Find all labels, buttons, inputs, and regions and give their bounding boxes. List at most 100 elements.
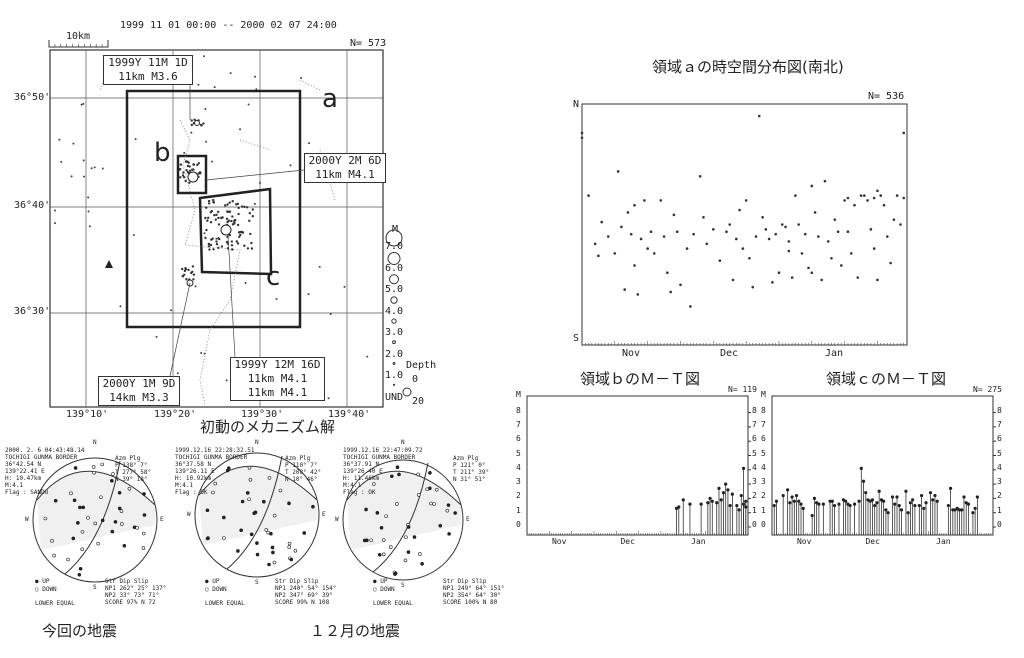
spacetime-point (633, 203, 636, 207)
spacetime-point (876, 189, 879, 193)
legend-up: ● UP (373, 578, 388, 585)
mt-event-head (857, 499, 861, 503)
epicenter-dot (192, 163, 196, 166)
compression-quadrant (199, 466, 317, 545)
y-tick-label-right: 8 (997, 405, 1002, 415)
mt-event-head (801, 506, 805, 511)
spacetime-point (807, 266, 810, 270)
month-tick-label: Nov (796, 537, 812, 546)
epicenter-dot (187, 268, 190, 272)
nodal-plane (346, 470, 462, 506)
mechanism-axis-line: Azm Plg (453, 455, 479, 462)
mt-event-head (830, 499, 834, 503)
mechanism-header-line: 139°22.41 E (5, 468, 45, 475)
y-tick-label-right: 6 (752, 434, 757, 444)
nodal-plane (64, 460, 121, 575)
polarity-down-dot (111, 472, 115, 476)
polarity-up-dot (252, 511, 256, 515)
mt-event-head (735, 503, 739, 508)
epicenter-dot (186, 160, 189, 163)
mt-event-head (962, 495, 966, 499)
polarity-down-dot (272, 513, 277, 518)
polarity-up-dot (420, 561, 424, 566)
epicenter-dot (87, 196, 90, 199)
mechanism-header-line: H: 10.47km (5, 475, 42, 482)
polarity-up-dot (205, 508, 210, 513)
polarity-down-dot (96, 541, 100, 546)
legend-m-title: M (392, 224, 399, 235)
polarity-up-dot (406, 550, 411, 554)
y-tick-label-right: 3 (997, 477, 1002, 487)
polarity-up-dot (205, 536, 210, 541)
epicenter-dot (237, 212, 240, 216)
mt-event-head (893, 502, 897, 506)
mechanism-header-line: TOCHIGI GUNMA BORDER (5, 454, 78, 461)
compass-label: S (93, 584, 97, 591)
polarity-down-dot (403, 558, 408, 563)
mt-event-head (922, 506, 926, 511)
legend-size-circle (392, 383, 396, 386)
mechanism-header-line: TOCHIGI GUNMA BORDER (343, 454, 416, 461)
y-tick-label-left: 8 (761, 405, 766, 415)
epicenter-dot (207, 199, 211, 203)
spacetime-point (600, 220, 603, 224)
polarity-up-dot (412, 535, 417, 539)
mt-event-head (895, 495, 899, 499)
y-tick-label-right: 2 (752, 491, 757, 501)
spacetime-point (639, 237, 643, 241)
spacetime-point (587, 194, 590, 197)
y-tick-label-right: 1 (997, 505, 1002, 515)
spacetime-point (728, 223, 732, 226)
polarity-up-dot (267, 562, 271, 567)
polarity-down-dot (264, 528, 269, 532)
epicenter-dot (300, 77, 303, 80)
polarity-down-dot (66, 557, 70, 562)
epicenter-dot (181, 274, 185, 278)
mt-event-head (928, 491, 933, 495)
epicenter-dot (233, 218, 237, 222)
label-december-quakes: １２月の地震 (310, 622, 401, 640)
epicenter-dot (235, 203, 238, 206)
mt-event-head (781, 493, 785, 498)
map-period: 1999 11 01 00:00 -- 2000 02 07 24:00 (120, 20, 337, 31)
epicenter-dot (155, 335, 158, 338)
polarity-up-dot (447, 532, 451, 536)
epicenter-dot (226, 203, 229, 206)
epicenter-dot (275, 297, 278, 300)
epicenter-dot (119, 305, 122, 308)
epicenter-dot (205, 228, 208, 232)
mt-c-title: 領域ｃのＭ－Ｔ図 (826, 370, 947, 388)
epicenter-dot (228, 201, 231, 204)
spacetime-point (886, 235, 889, 238)
y-tick-label-left: 2 (516, 491, 521, 501)
mt-event-head (897, 503, 901, 508)
epicenter-dot (254, 75, 257, 78)
epicenter-dot (191, 270, 194, 273)
legend-size-circle (385, 229, 403, 247)
polarity-up-dot (245, 491, 250, 495)
polarity-up-dot (142, 492, 146, 496)
epicenter-dot (227, 219, 231, 222)
epicenter-dot (181, 267, 184, 271)
epicenter-dot (225, 379, 228, 382)
epicenter-dot (196, 163, 199, 167)
mt-event-head (724, 482, 728, 486)
polarity-up-dot (71, 536, 76, 541)
legend-depth-0: 0 (412, 374, 419, 385)
mt-event-head (688, 502, 692, 506)
y-tick-label-right: 8 (752, 405, 757, 415)
mt-event-head (730, 492, 734, 496)
polarity-up-dot (110, 529, 115, 534)
legend-m-value: 2.0 (385, 348, 404, 360)
callout-leader (205, 169, 305, 181)
polarity-up-dot (72, 498, 77, 503)
mechanism-axis-line: T 211° 39° (453, 469, 490, 476)
mechanism-nodal-line: SCORE 99% N 108 (275, 599, 330, 606)
epicenter-dot (192, 273, 196, 276)
compass-label: S (255, 579, 259, 586)
y-tick-label-right: 4 (752, 462, 757, 472)
polarity-up-dot (255, 552, 260, 557)
y-tick-label-left: 1 (516, 505, 521, 515)
